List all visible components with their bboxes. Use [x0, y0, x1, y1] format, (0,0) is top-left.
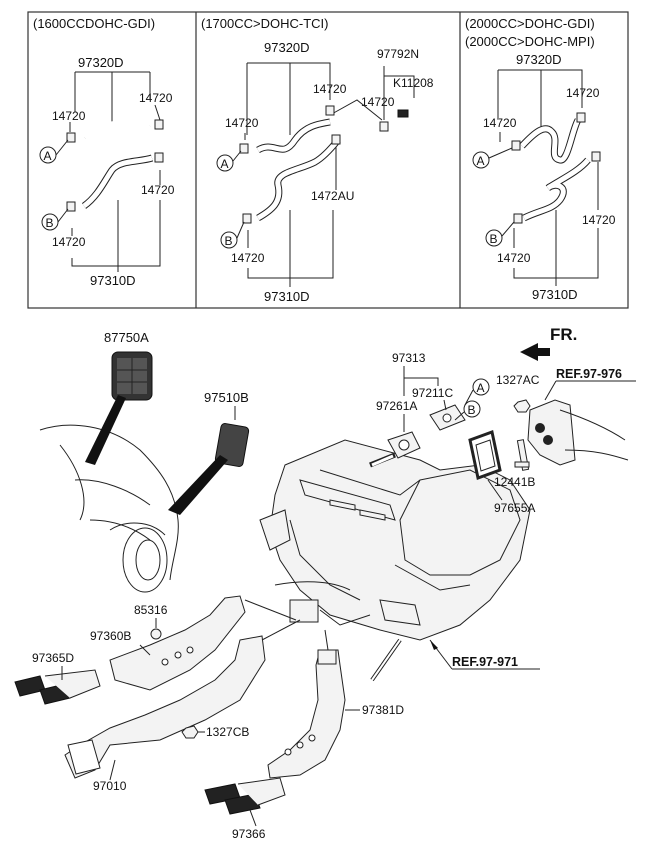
part-12441b: 12441B — [494, 439, 535, 489]
panel-1-label-14720-b: 14720 — [139, 91, 173, 105]
panel-1-circle-a-label: A — [44, 149, 52, 163]
panel-3-label-97320d: 97320D — [516, 52, 562, 67]
top-panels-frame — [27, 11, 629, 309]
arrow-icon — [520, 343, 550, 361]
label-97655a: 97655A — [494, 501, 535, 515]
part-97211c: 97211C — [412, 386, 466, 431]
part-87750a: 87750A — [85, 330, 153, 465]
panel-1-label-14720-c: 14720 — [141, 183, 175, 197]
panel-3-label-97310d: 97310D — [532, 287, 578, 302]
part-97510b: 97510B — [168, 390, 250, 515]
panel-2-label-14720-c: 14720 — [225, 116, 259, 130]
fr-label: FR. — [550, 325, 577, 344]
panel-3-circle-a-label: A — [477, 154, 485, 168]
label-97211c: 97211C — [412, 386, 453, 400]
front-direction-arrow: FR. — [520, 325, 577, 361]
panel-2-label-97792n: 97792N — [377, 47, 419, 61]
panel-1-label-97310d: 97310D — [90, 273, 136, 288]
label-97010: 97010 — [93, 779, 127, 793]
part-97655a: 97655A — [468, 429, 535, 515]
label-1327ac: 1327AC — [496, 373, 540, 387]
part-97365d: 97365D — [14, 651, 101, 705]
panel-2-circle-b-label: B — [225, 234, 233, 248]
panel-3-label-14720-b: 14720 — [483, 116, 517, 130]
label-85316: 85316 — [134, 603, 168, 617]
label-87750a: 87750A — [104, 330, 149, 345]
panel-2-label-97320d: 97320D — [264, 40, 310, 55]
hvac-unit — [259, 439, 531, 682]
part-97010: 97010 — [64, 619, 301, 793]
part-1327cb: 1327CB — [181, 725, 249, 739]
main-circle-b-label: B — [468, 403, 476, 417]
label-97360b: 97360B — [90, 629, 131, 643]
label-97261a: 97261A — [376, 399, 417, 413]
panel-3-circle-b-label: B — [490, 232, 498, 246]
panel-3-header-2: (2000CC>DOHC-MPI) — [465, 34, 595, 49]
ref-97-971-group: REF.97-971 — [429, 639, 540, 670]
label-12441b: 12441B — [494, 475, 535, 489]
panel-2-circle-a-label: A — [221, 157, 229, 171]
panel-3-header-1: (2000CC>DOHC-GDI) — [465, 16, 595, 31]
part-97366: 97366 — [204, 777, 286, 841]
label-1327cb: 1327CB — [206, 725, 249, 739]
ref-97-976: REF.97-976 — [556, 367, 622, 381]
label-97366: 97366 — [232, 827, 266, 841]
panel-2-label-97310d: 97310D — [264, 289, 310, 304]
label-97365d: 97365D — [32, 651, 74, 665]
panel-1-header: (1600CCDOHC-GDI) — [33, 16, 155, 31]
part-97261a: 97261A — [376, 399, 421, 459]
heater-pipes: REF.97-976 — [527, 367, 636, 466]
label-97381d: 97381D — [362, 703, 404, 717]
main-circle-a — [472, 378, 490, 396]
panel-1600cc: (1600CCDOHC-GDI) 97320D 14720 14720 1472… — [33, 16, 175, 288]
part-97381d: 97381D — [267, 629, 404, 779]
panel-2-header: (1700CC>DOHC-TCI) — [201, 16, 329, 31]
panel-2-label-k11208: K11208 — [393, 76, 434, 90]
panel-2-label-14720-b: 14720 — [361, 95, 395, 109]
label-97510b: 97510B — [204, 390, 249, 405]
panel-2000cc: (2000CC>DOHC-GDI) (2000CC>DOHC-MPI) 9732… — [465, 16, 616, 302]
panel-2-label-1472au: 1472AU — [311, 189, 354, 203]
part-85316: 85316 — [134, 603, 168, 640]
part-97360b: 97360B — [90, 595, 297, 691]
panel-1-circle-b-label: B — [46, 216, 54, 230]
panel-3-label-14720-c: 14720 — [582, 213, 616, 227]
panel-1700cc: (1700CC>DOHC-TCI) 97320D 97792N K11208 1… — [201, 16, 434, 304]
panel-3-label-14720-d: 14720 — [497, 251, 531, 265]
panel-3-label-14720-a: 14720 — [566, 86, 600, 100]
vehicle-outline — [39, 424, 179, 593]
main-circle-a-label: A — [477, 381, 485, 395]
label-97313: 97313 — [392, 351, 426, 365]
part-1327ac: 1327AC — [496, 373, 540, 413]
panel-1-label-97320d: 97320D — [78, 55, 124, 70]
ref-97-971: REF.97-971 — [452, 655, 518, 669]
panel-1-label-14720-a: 14720 — [52, 109, 86, 123]
main-circle-b — [463, 400, 481, 418]
panel-1-label-14720-d: 14720 — [52, 235, 86, 249]
label-97313-group: 97313 — [392, 351, 439, 396]
panel-2-label-14720-d: 14720 — [231, 251, 265, 265]
